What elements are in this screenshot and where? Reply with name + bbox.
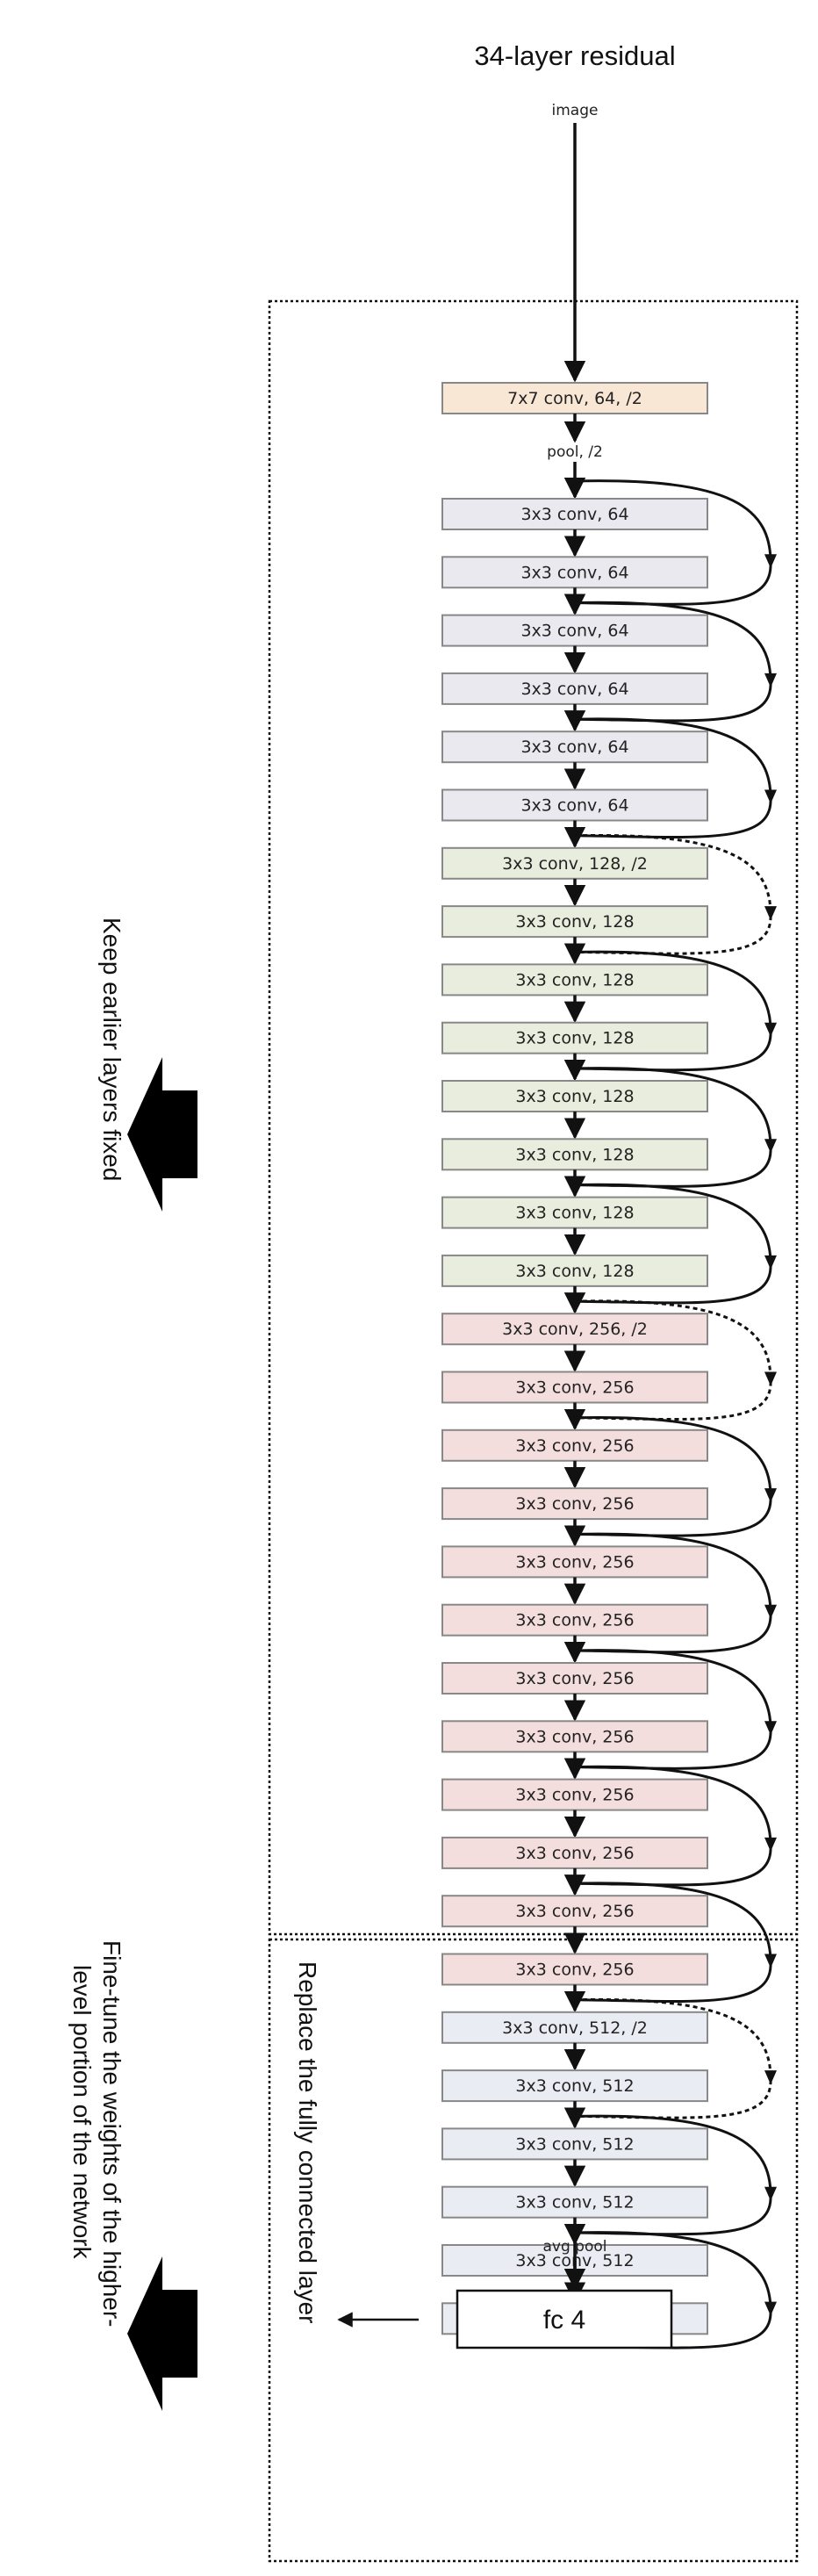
fc-label: fc 4 [543, 2306, 585, 2335]
shortcut-arrowhead [764, 2186, 777, 2201]
conv-block [441, 1021, 708, 1054]
shortcut-arrowhead [764, 554, 777, 569]
conv-block-label: 3x3 conv, 64 [520, 680, 628, 699]
conv-block-label: 3x3 conv, 256 [515, 1611, 634, 1630]
conv-block-label: 3x3 conv, 256, /2 [502, 1320, 648, 1339]
keep-fixed-arrow [127, 1057, 197, 1212]
shortcut-arrowhead [764, 1255, 777, 1270]
conv-block [441, 1080, 708, 1112]
conv-block [441, 1428, 708, 1462]
conv1-label: 7x7 conv, 64, /2 [507, 389, 642, 408]
conv-block-label: 3x3 conv, 256 [515, 1552, 634, 1572]
shortcut-arrowhead [764, 1837, 777, 1852]
shortcut-arrowhead [764, 789, 777, 804]
conv-block [441, 1603, 708, 1637]
residual-layers: 3x3 conv, 64 3x3 conv, 64 3x3 conv, 64 3x3 … [441, 462, 777, 2349]
conv-block [441, 1138, 708, 1171]
conv-block-label: 3x3 conv, 64 [520, 622, 628, 641]
finetune-arrow [127, 2256, 197, 2411]
keep-fixed-label: Keep earlier layers fixed [98, 917, 126, 1181]
conv-block [441, 846, 708, 880]
conv-block-label: 3x3 conv, 128 [515, 1029, 634, 1048]
shortcut-arrowhead [764, 2301, 777, 2316]
finetune-label-line2: level portion of the network [68, 1965, 96, 2260]
pool-label: pool, /2 [547, 443, 603, 461]
conv-block-label: 3x3 conv, 512, /2 [502, 2018, 648, 2038]
conv-block [441, 2185, 708, 2219]
frozen-layers-box [268, 299, 799, 1936]
conv-block-label: 3x3 conv, 64 [520, 505, 628, 524]
shortcut-arrowhead [764, 673, 777, 687]
conv-block [441, 498, 708, 530]
conv-block-label: 3x3 conv, 64 [520, 563, 628, 582]
conv-block-label: 3x3 conv, 128 [515, 1204, 634, 1223]
conv-block-label: 3x3 conv, 128 [515, 1262, 634, 1281]
conv-block [441, 1545, 708, 1579]
conv-block-label: 3x3 conv, 512 [515, 2193, 634, 2213]
conv-block [441, 1196, 708, 1229]
conv-block-label: 3x3 conv, 256 [515, 1961, 634, 1980]
conv-block-label: 3x3 conv, 256 [515, 1727, 634, 1746]
conv-block [441, 1371, 708, 1404]
conv-block-label: 3x3 conv, 256 [515, 1902, 634, 1921]
conv-block-label: 3x3 conv, 128 [515, 970, 634, 989]
conv-block-label: 3x3 conv, 256 [515, 1436, 634, 1456]
shortcut-arrowhead [764, 1371, 777, 1386]
conv-block-label: 3x3 conv, 128 [515, 1087, 634, 1106]
conv-block [441, 1720, 708, 1753]
conv-block [441, 1487, 708, 1521]
fc-layer-box [456, 2289, 673, 2349]
conv-block-label: 3x3 conv, 64 [520, 738, 628, 757]
conv-block-label: 3x3 conv, 256 [515, 1844, 634, 1863]
conv-block [441, 556, 708, 589]
shortcut-arrowhead [764, 1139, 777, 1154]
shortcut-arrowhead [764, 1604, 777, 1619]
conv-block-label: 3x3 conv, 128, /2 [502, 854, 648, 874]
conv-block [441, 1953, 708, 1986]
avg-pool-label: avg pool [543, 2238, 607, 2256]
shortcut-arrowhead [764, 2070, 777, 2085]
conv-block [441, 905, 708, 939]
conv-block [441, 963, 708, 997]
conv-block-label: 3x3 conv, 64 [520, 796, 628, 816]
conv-block-label: 3x3 conv, 512 [515, 2134, 634, 2154]
conv-block [441, 1662, 708, 1695]
conv-block-label: 3x3 conv, 256 [515, 1669, 634, 1688]
conv-block [441, 730, 708, 764]
conv-block [441, 2127, 708, 2161]
shortcut-arrowhead [764, 1954, 777, 1968]
conv-block-label: 3x3 conv, 512 [515, 2076, 634, 2096]
shortcut-arrowhead [764, 906, 777, 921]
finetune-label-line1: Fine-tune the weights of the higher- [98, 1940, 126, 2327]
conv-block-label: 3x3 conv, 128 [515, 912, 634, 932]
replace-fc-label: Replace the fully connected layer [294, 1961, 321, 2323]
conv-block [441, 2011, 708, 2044]
shortcut-arrowhead [764, 1721, 777, 1736]
conv-block-label: 3x3 conv, 128 [515, 1145, 634, 1164]
conv1-block [441, 382, 708, 414]
shortcut-arrowhead [764, 1488, 777, 1503]
input-label: image [552, 102, 599, 119]
conv-block-label: 3x3 conv, 256 [515, 1378, 634, 1398]
diagram-title: 34-layer residual [474, 40, 675, 71]
conv-block [441, 1836, 708, 1869]
conv-block-label: 3x3 conv, 256 [515, 1494, 634, 1514]
shortcut-arrowhead [764, 1022, 777, 1037]
conv-block-label: 3x3 conv, 256 [515, 1786, 634, 1805]
finetune-layers-box [268, 1938, 799, 2563]
